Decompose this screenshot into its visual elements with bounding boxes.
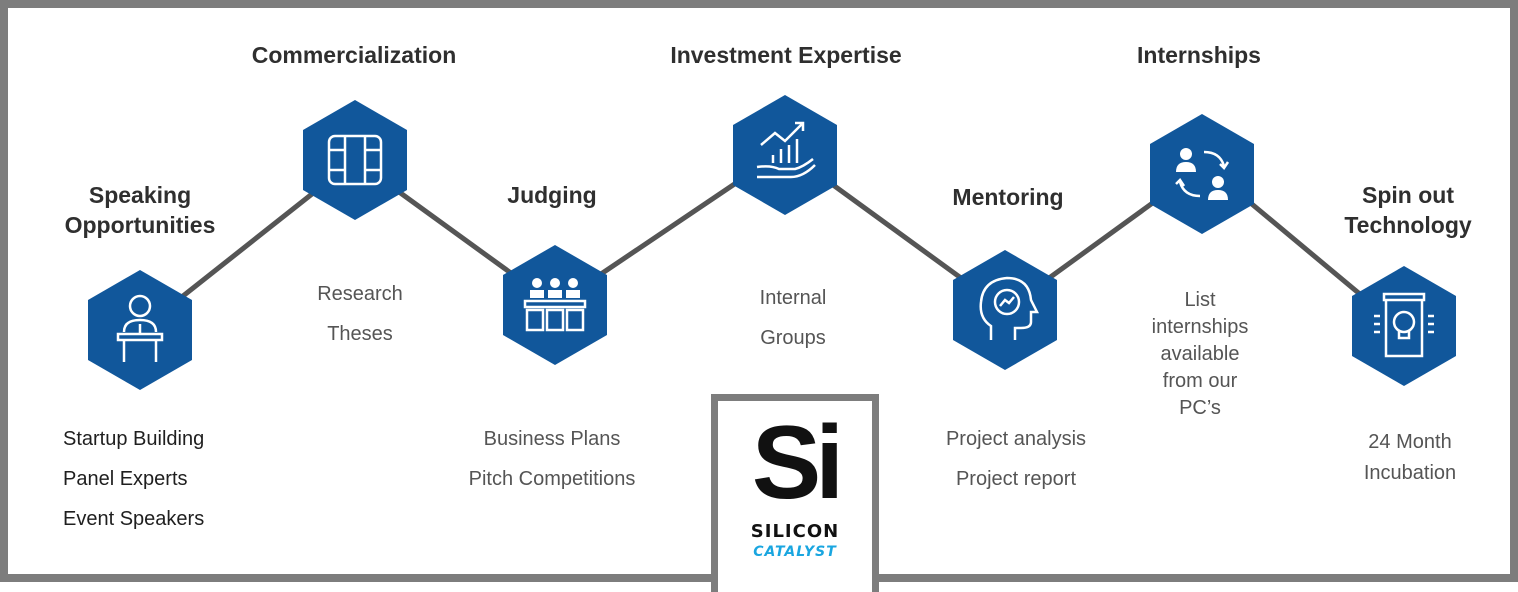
lightbulb-incubator-icon xyxy=(1350,264,1458,388)
head-growth-icon xyxy=(951,248,1059,372)
stage-title-commercialization: Commercialization xyxy=(251,42,457,68)
stage-title-investment: Investment Expertise xyxy=(670,42,902,68)
speaker-podium-icon xyxy=(86,268,194,392)
stage-desc-commercialization: Research Theses xyxy=(317,283,403,345)
hand-growth-chart-icon xyxy=(731,93,839,217)
stage-desc-speaking: Startup Building Panel Experts Event Spe… xyxy=(63,428,205,530)
stage-title-internships: Internships xyxy=(1137,42,1261,68)
logo-symbol: Si xyxy=(751,405,844,521)
judges-panel-icon xyxy=(501,243,609,367)
stage-title-mentoring: Mentoring xyxy=(952,184,1064,210)
chip-icon xyxy=(301,98,409,222)
stage-desc-spinout: 24 Month Incubation xyxy=(1363,431,1457,484)
stage-desc-investment: Internal Groups xyxy=(759,287,827,349)
stage-title-judging: Judging xyxy=(507,182,597,208)
stage-desc-judging: Business Plans Pitch Competitions xyxy=(468,428,636,490)
stage-title-speaking: Speaking Opportunities xyxy=(64,182,216,238)
silicon-catalyst-logo: Si SILICON CATALYST xyxy=(711,394,879,592)
logo-name: SILICON xyxy=(750,521,840,542)
stage-desc-internships: List internships available from our PC’s xyxy=(1151,289,1249,419)
stage-title-spinout: Spin out Technology xyxy=(1344,182,1472,238)
people-exchange-icon xyxy=(1148,112,1256,236)
stage-desc-mentoring: Project analysis Project report xyxy=(945,428,1087,490)
logo-tagline: CATALYST xyxy=(753,544,837,560)
